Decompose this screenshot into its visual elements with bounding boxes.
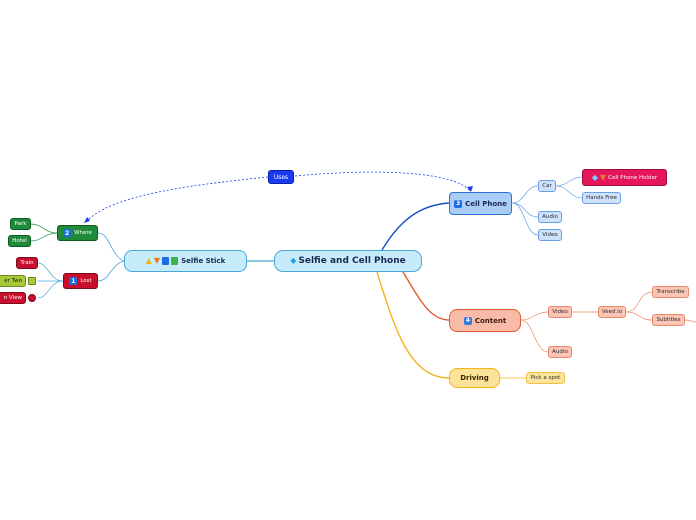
list-icon: [28, 277, 36, 285]
topic-content-video[interactable]: Video: [548, 306, 572, 318]
branch-line-cell-phone: [381, 202, 450, 251]
central-topic-label: Selfie and Cell Phone: [298, 256, 406, 266]
branch-line-transcribe: [625, 291, 653, 313]
topic-selfie-stick-label: Selfie Stick: [181, 257, 226, 265]
branch-line-where: [97, 232, 125, 262]
number-2-icon: 2: [63, 229, 72, 237]
branch-line-hands-free: [555, 185, 583, 199]
topic-transcribe[interactable]: Transcribe: [652, 286, 689, 298]
topic-er-two[interactable]: er Two: [0, 275, 26, 287]
branch-line-content-audio: [520, 319, 549, 353]
branch-line-subtitles: [625, 311, 653, 321]
branch-line-subtitles-tail: [684, 319, 696, 323]
topic-subtitles[interactable]: Subtitles: [652, 314, 685, 326]
topic-cell-phone-holder[interactable]: ◆ ▼ Cell Phone Holder: [582, 169, 667, 186]
relationship-arrow-left: [84, 217, 90, 223]
topic-lost[interactable]: 1 Lost: [63, 273, 98, 289]
branch-line-driving: [376, 271, 450, 379]
number-4-icon: 4: [463, 316, 472, 325]
topic-where[interactable]: 2 Where: [57, 225, 98, 241]
branch-line-video: [511, 202, 539, 236]
branch-line-n-view: [37, 280, 64, 299]
number-1-icon: 1: [69, 277, 78, 285]
thumbs-down-icon: ▼: [600, 172, 607, 182]
green-book-icon: [171, 257, 179, 265]
topic-n-view[interactable]: n View: [0, 292, 26, 304]
branch-line-hotel: [30, 232, 58, 242]
branch-line-content: [402, 271, 450, 321]
topic-park[interactable]: Park: [10, 218, 31, 230]
branch-line-park: [30, 223, 58, 234]
topic-cell-video[interactable]: Video: [538, 229, 562, 241]
branch-line-train: [37, 262, 64, 282]
number-3-icon: 3: [454, 199, 463, 208]
topic-car[interactable]: Car: [538, 180, 556, 192]
topic-hotel[interactable]: Hotel: [8, 235, 31, 247]
relationship-line-right: [294, 171, 471, 192]
thumbs-down-icon: ▼: [153, 256, 161, 265]
branch-line-holder: [555, 176, 583, 187]
topic-veed-io[interactable]: Veed.io: [598, 306, 626, 318]
topic-content[interactable]: 4 Content: [449, 309, 521, 332]
red-circle-icon: [28, 294, 36, 302]
thumbs-up-icon: ▲: [145, 256, 152, 265]
gem-icon: ◆: [290, 256, 297, 265]
gem-icon: ◆: [591, 172, 598, 182]
relationship-arrow-right: [467, 186, 473, 192]
topic-driving[interactable]: Driving: [449, 368, 500, 388]
topic-cell-phone[interactable]: 3 Cell Phone: [449, 192, 512, 215]
topic-content-audio[interactable]: Audio: [548, 346, 572, 358]
relationship-label-uses[interactable]: Uses: [268, 170, 294, 184]
branch-line-audio: [511, 202, 539, 218]
topic-selfie-stick[interactable]: ▲ ▼ Selfie Stick: [124, 250, 247, 272]
relationship-line-left: [85, 176, 269, 223]
topic-pick-a-spot[interactable]: Pick a spot: [526, 372, 565, 384]
topic-hands-free[interactable]: Hands Free: [582, 192, 621, 204]
topic-train[interactable]: Train: [16, 257, 38, 269]
branch-line-car: [511, 185, 539, 204]
central-topic[interactable]: ◆ Selfie and Cell Phone: [274, 250, 422, 272]
topic-cell-audio[interactable]: Audio: [538, 211, 562, 223]
branch-line-lost: [97, 260, 125, 282]
blue-book-icon: [162, 257, 170, 265]
branch-line-content-video: [520, 311, 549, 321]
